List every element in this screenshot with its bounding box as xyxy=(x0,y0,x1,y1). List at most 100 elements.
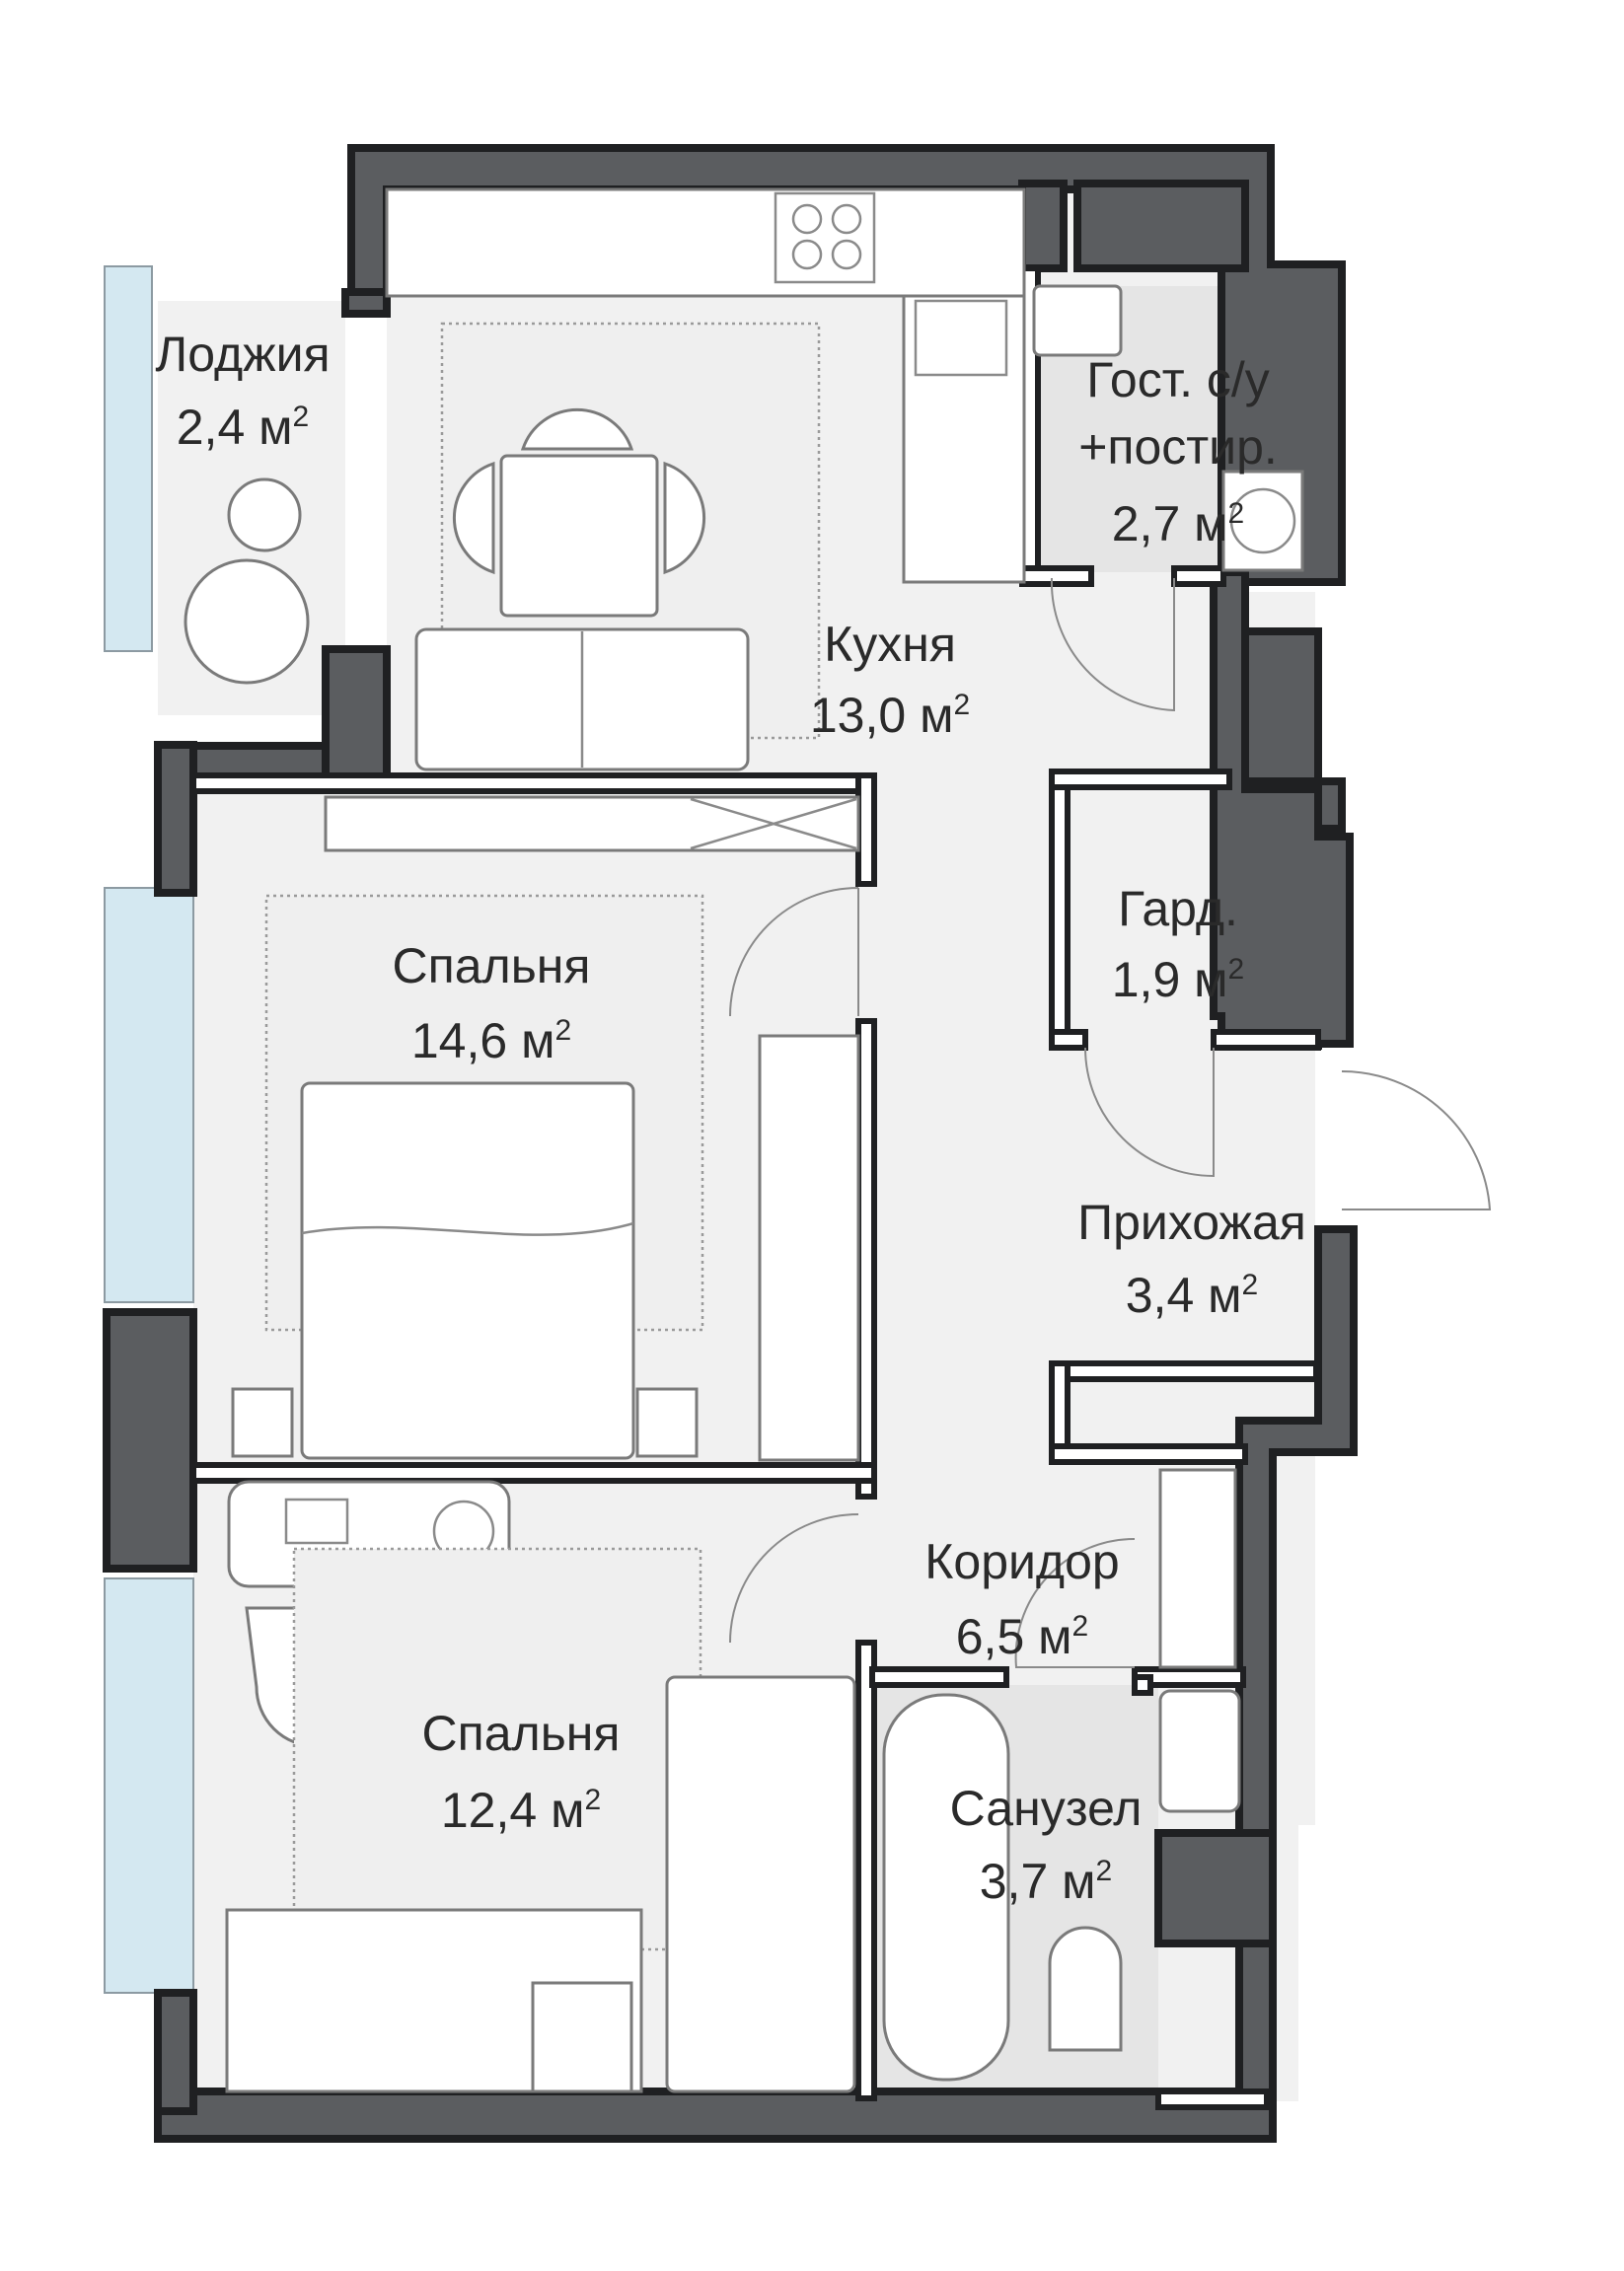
wall-hall-shelf-bottom xyxy=(1049,1443,1248,1465)
hall-cabinet xyxy=(1158,1468,1237,1669)
room-name: Прихожая xyxy=(1077,1195,1306,1250)
wall-wardrobe-top xyxy=(1049,769,1232,790)
room-name: Спальня xyxy=(393,938,591,993)
wall-loggia-bottom xyxy=(322,645,391,783)
bedroom-2-furniture xyxy=(225,1480,856,2093)
room-area: 14,6 м2 xyxy=(411,1013,571,1068)
room-area: 2,4 м2 xyxy=(177,400,309,455)
bathtub-icon xyxy=(882,1693,1010,2082)
wall-wardrobe-left xyxy=(1049,769,1070,1051)
exterior-walls xyxy=(103,144,1358,2143)
room-name: Гард. xyxy=(1118,881,1238,936)
wall-left-mid xyxy=(154,741,197,897)
room-name: Коридор xyxy=(924,1534,1119,1589)
bedroom-1-door[interactable] xyxy=(729,887,859,1017)
washer-drum-icon xyxy=(1229,487,1296,554)
wall-wardrobe-bottom-left xyxy=(1049,1029,1088,1051)
shoe-cabinet-icon xyxy=(531,1981,633,2093)
wall-right-lower xyxy=(154,1225,1358,2143)
loggia-stool-icon xyxy=(227,477,302,552)
room-name-2: +постир. xyxy=(1078,419,1278,475)
loggia-furniture xyxy=(184,477,310,685)
room-name: Кухня xyxy=(824,617,956,672)
chair-icon xyxy=(452,461,495,575)
wall-loggia-top xyxy=(341,288,391,318)
wall-bedroom1-right-top xyxy=(855,772,877,887)
room-area: 3,4 м2 xyxy=(1126,1268,1258,1323)
windows xyxy=(104,265,194,1994)
laptop-icon xyxy=(284,1498,349,1545)
kitchen-furniture xyxy=(324,187,1026,852)
entrance-door[interactable] xyxy=(1332,1065,1492,1213)
wall-hall-shelf-top xyxy=(1049,1360,1319,1382)
wall-guest-wc-bottom-right xyxy=(1171,565,1226,587)
cooktop-icon xyxy=(774,191,876,284)
wall-wardrobe-bottom-right xyxy=(1211,1029,1321,1051)
wall-left-pier-1 xyxy=(103,1308,197,1573)
wall-right-upper xyxy=(1210,568,1354,1050)
bathroom-door[interactable] xyxy=(1014,1537,1136,1668)
wall-kitchen-bedroom xyxy=(190,772,877,794)
burner-icon xyxy=(831,203,862,235)
bedroom-1-window xyxy=(104,887,194,1303)
burner-icon xyxy=(831,239,862,270)
wall-bath-top-left xyxy=(869,1666,1009,1688)
kitchen-counter xyxy=(385,187,1026,298)
loggia-window xyxy=(104,265,153,652)
room-area: 13,0 м2 xyxy=(810,688,970,743)
chair-icon xyxy=(520,407,634,451)
wall-bath-duct xyxy=(1154,1829,1277,1947)
room-name: Санузел xyxy=(950,1781,1143,1836)
nightstand-icon xyxy=(635,1387,699,1458)
wall-bath-bottom xyxy=(1155,2088,1270,2110)
bedroom-2-window xyxy=(104,1577,194,1994)
wardrobe-door[interactable] xyxy=(1084,1047,1215,1178)
interior-doors xyxy=(729,577,1215,1668)
kitchen-sink-icon xyxy=(914,299,1008,377)
room-area: 12,4 м2 xyxy=(441,1783,601,1838)
bed-blanket-line xyxy=(301,1221,634,1236)
guest-wc-fixtures xyxy=(1032,284,1304,572)
wall-bath-door-jamb xyxy=(1132,1674,1153,1696)
tv-cabinet xyxy=(324,795,860,852)
bedroom-2-door[interactable] xyxy=(729,1513,859,1644)
dining-table xyxy=(499,454,659,618)
wall-bedroom1-right-bottom xyxy=(855,1018,877,1500)
wall-guest-wc-top-2 xyxy=(1073,180,1249,272)
bathroom-fixtures xyxy=(882,1468,1241,2082)
room-labels: Лоджия 2,4 м2 Кухня 13,0 м2 Гост. с/у +п… xyxy=(155,327,1305,1909)
wall-bedroom2-right xyxy=(855,1640,877,2101)
chair-icon xyxy=(663,461,706,575)
room-name: Лоджия xyxy=(155,327,330,382)
wall-bedroom1-bedroom2 xyxy=(190,1462,877,1484)
wall-left-pier-2 xyxy=(154,1989,197,2115)
bedroom-2-rug xyxy=(292,1547,702,1951)
burner-icon xyxy=(791,239,823,270)
interior-walls xyxy=(190,265,1321,2110)
room-area: 1,9 м2 xyxy=(1112,952,1244,1007)
room-area: 2,7 м2 xyxy=(1112,496,1244,551)
single-bed xyxy=(665,1675,856,2093)
room-name: Гост. с/у xyxy=(1086,352,1270,407)
toilet-icon xyxy=(1048,1926,1123,2052)
room-area: 3,7 м2 xyxy=(980,1854,1112,1909)
entrance-door-swing xyxy=(1341,1069,1492,1210)
kitchen-counter-side xyxy=(902,294,1026,584)
entrance-opening xyxy=(1332,1065,1346,1213)
wardrobe-bedroom-1 xyxy=(758,1034,860,1462)
nightstand-icon xyxy=(231,1387,294,1458)
guest-sink-icon xyxy=(1032,284,1123,357)
bath-sink-icon xyxy=(1158,1689,1241,1813)
washer xyxy=(1221,470,1304,572)
room-name: Спальня xyxy=(422,1706,621,1761)
cabinet-cross-icon xyxy=(690,797,857,850)
double-bed xyxy=(300,1081,635,1460)
room-area: 6,5 м2 xyxy=(956,1609,1088,1664)
wall-guest-wc-top xyxy=(1018,180,1068,272)
burner-icon xyxy=(791,203,823,235)
wall-guest-wc-bottom-left xyxy=(1019,565,1094,587)
bedroom-1-furniture xyxy=(231,894,860,1462)
guest-wc-door[interactable] xyxy=(1050,577,1175,712)
loggia-chair-icon xyxy=(184,558,310,685)
